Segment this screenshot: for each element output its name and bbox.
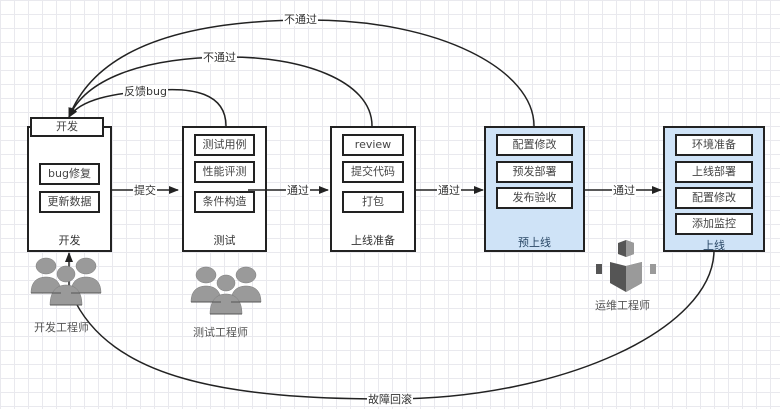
task-bug-fix[interactable]: bug修复	[39, 163, 100, 185]
task-predeploy[interactable]: 预发部署	[496, 161, 573, 183]
task-deploy[interactable]: 上线部署	[675, 161, 753, 183]
edge-label-reject-prep: 不通过	[202, 51, 237, 64]
role-label-tester: 测试工程师	[193, 326, 248, 339]
stage-title: 上线	[703, 239, 725, 252]
edge-label-pass-3: 通过	[612, 184, 636, 197]
task-performance[interactable]: 性能评测	[194, 161, 255, 183]
task-release-check[interactable]: 发布验收	[496, 187, 573, 209]
task-test-cases[interactable]: 测试用例	[194, 134, 255, 156]
task-env-prep[interactable]: 环境准备	[675, 134, 753, 156]
edge-label-pass-1: 通过	[286, 184, 310, 197]
stage-production[interactable]: 环境准备 上线部署 配置修改 添加监控 上线	[663, 126, 765, 252]
stage-title: 上线准备	[351, 234, 395, 247]
task-conditions[interactable]: 条件构造	[194, 191, 255, 213]
edge-preprod-reject	[68, 19, 535, 127]
edge-prep-reject	[68, 56, 373, 127]
stage-test[interactable]: 测试用例 性能评测 条件构造 测试	[182, 126, 267, 252]
edge-label-submit: 提交	[133, 184, 157, 197]
ops-engineer-icon	[596, 240, 656, 292]
stage-release-prep[interactable]: review 提交代码 打包 上线准备	[330, 126, 416, 252]
edge-label-feedback-bug: 反馈bug	[123, 85, 168, 98]
task-update-data[interactable]: 更新数据	[39, 191, 100, 213]
edge-label-pass-2: 通过	[437, 184, 461, 197]
task-config-change[interactable]: 配置修改	[496, 134, 573, 156]
task-config-change[interactable]: 配置修改	[675, 187, 753, 209]
task-commit-code[interactable]: 提交代码	[342, 161, 404, 183]
task-review[interactable]: review	[342, 134, 404, 156]
stage-dev-tab[interactable]: 开发	[30, 117, 104, 137]
role-label-ops: 运维工程师	[595, 299, 650, 312]
stage-pre-release[interactable]: 配置修改 预发部署 发布验收 预上线	[484, 126, 585, 252]
edge-label-rollback: 故障回滚	[367, 393, 413, 406]
task-package[interactable]: 打包	[342, 191, 404, 213]
role-label-developer: 开发工程师	[34, 321, 89, 334]
testers-group-icon	[190, 266, 262, 315]
stage-title: 开发	[58, 234, 81, 247]
task-add-monitoring[interactable]: 添加监控	[675, 213, 753, 235]
stage-title: 测试	[213, 234, 236, 247]
stage-title: 预上线	[518, 236, 551, 249]
developers-group-icon	[30, 257, 102, 306]
edge-label-reject-preprod: 不通过	[283, 13, 318, 26]
